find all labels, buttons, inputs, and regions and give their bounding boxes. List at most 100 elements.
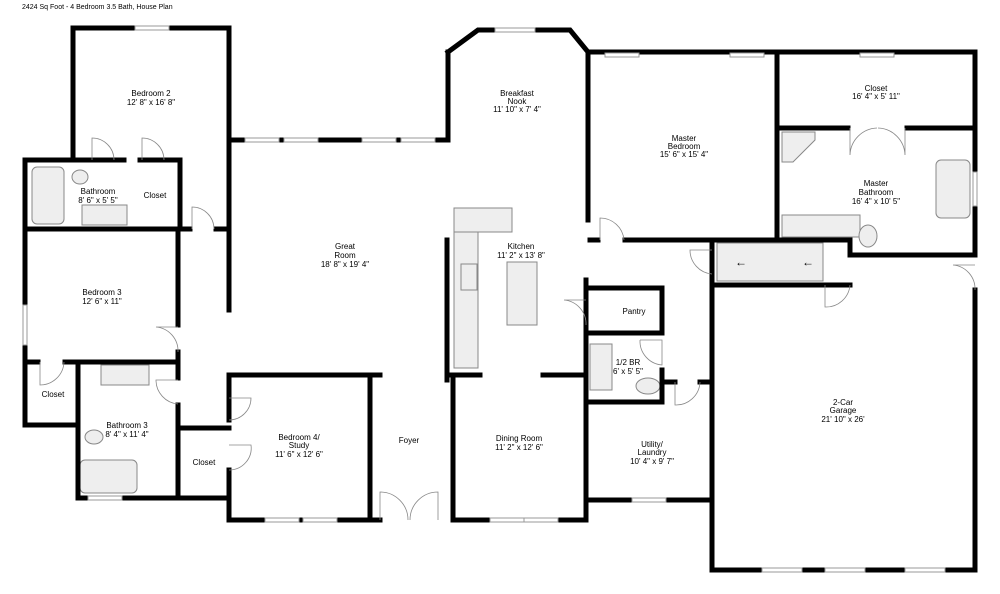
closet-name: Closet bbox=[42, 390, 65, 399]
stairs-icon bbox=[716, 242, 824, 282]
utility-name: Laundry bbox=[638, 448, 667, 457]
bedroom3-name: Bedroom 3 bbox=[82, 288, 122, 297]
window bbox=[604, 52, 640, 58]
door[interactable] bbox=[689, 249, 713, 275]
master-bedroom-name: Bedroom bbox=[668, 142, 701, 151]
window bbox=[244, 137, 280, 143]
window bbox=[729, 52, 765, 58]
master-bedroom-name: Master bbox=[672, 134, 697, 143]
sink-icon bbox=[100, 364, 150, 386]
master-bath-name: Bathroom bbox=[859, 188, 894, 197]
window bbox=[302, 517, 338, 523]
window bbox=[859, 52, 895, 58]
counter-icon bbox=[453, 207, 513, 233]
bedroom4-name: Bedroom 4/ bbox=[278, 433, 320, 442]
door[interactable] bbox=[674, 381, 701, 406]
kitchen-island bbox=[506, 261, 538, 326]
door[interactable] bbox=[563, 299, 587, 326]
door[interactable] bbox=[952, 264, 976, 291]
closet-name: Closet bbox=[193, 458, 216, 467]
half-bath-name: 1/2 BR bbox=[616, 358, 641, 367]
door[interactable] bbox=[599, 217, 625, 241]
window bbox=[400, 137, 436, 143]
window bbox=[904, 567, 946, 573]
door[interactable] bbox=[91, 137, 115, 161]
arrow-left-icon: ← bbox=[735, 255, 747, 269]
bathtub-icon bbox=[79, 459, 138, 494]
fixtures: ← ← bbox=[31, 131, 971, 494]
door[interactable] bbox=[155, 326, 179, 353]
nook-name: Breakfast bbox=[500, 89, 535, 98]
bedroom4-size: 11' 6" x 12' 6" bbox=[275, 450, 323, 459]
half-bath-size: 6' x 5' 5" bbox=[613, 367, 643, 376]
closet-name: Closet bbox=[144, 191, 167, 200]
door[interactable] bbox=[639, 339, 663, 366]
bathroom3-name: Bathroom 3 bbox=[106, 421, 148, 430]
bathtub-icon bbox=[935, 159, 971, 219]
door[interactable] bbox=[228, 397, 252, 421]
kitchen-name: Kitchen bbox=[508, 242, 535, 251]
toilet-icon bbox=[635, 377, 661, 395]
window bbox=[87, 495, 123, 501]
garage-name: 2-Car bbox=[833, 398, 853, 407]
front-door[interactable] bbox=[379, 491, 439, 521]
kitchen-size: 11' 2" x 13' 8" bbox=[497, 251, 545, 260]
door[interactable] bbox=[39, 361, 65, 386]
window bbox=[283, 137, 319, 143]
window bbox=[361, 137, 397, 143]
door[interactable] bbox=[824, 284, 851, 308]
window bbox=[972, 171, 978, 207]
nook-name: Nook bbox=[508, 97, 528, 106]
shower-icon bbox=[781, 131, 816, 163]
garage-size: 21' 10" x 26' bbox=[821, 415, 865, 424]
master-bath-size: 16' 4" x 10' 5" bbox=[852, 197, 900, 206]
closet-name: Closet bbox=[865, 84, 888, 93]
master-bedroom-size: 15' 6" x 15' 4" bbox=[660, 150, 708, 159]
dining-name: Dining Room bbox=[496, 434, 543, 443]
pantry-name: Pantry bbox=[622, 307, 645, 316]
arrow-left-icon: ← bbox=[802, 255, 814, 269]
closet-door[interactable] bbox=[849, 127, 906, 156]
window bbox=[523, 517, 559, 523]
window bbox=[22, 304, 28, 346]
counter-icon bbox=[453, 231, 479, 369]
master-bath-name: Master bbox=[864, 179, 889, 188]
kitchen-sink-icon bbox=[460, 263, 478, 291]
bathroom3-size: 8' 4" x 11' 4" bbox=[105, 430, 148, 439]
bedroom2-name: Bedroom 2 bbox=[131, 89, 171, 98]
garage-name: Garage bbox=[830, 406, 857, 415]
bathtub-icon bbox=[31, 166, 65, 225]
room-labels: Bedroom 2 12' 8" x 16' 8" Bathroom 8' 6"… bbox=[42, 84, 901, 467]
doors[interactable] bbox=[39, 127, 976, 521]
door[interactable] bbox=[191, 206, 215, 230]
bedroom2-size: 12' 8" x 16' 8" bbox=[127, 98, 175, 107]
bathroom-size: 8' 6" x 5' 5" bbox=[78, 196, 118, 205]
nook-size: 11' 10" x 7' 4" bbox=[493, 105, 541, 114]
toilet-icon bbox=[71, 169, 89, 185]
great-room-name: Great bbox=[335, 242, 356, 251]
bedroom4-name: Study bbox=[289, 441, 309, 450]
closet-size: 16' 4" x 5' 11" bbox=[852, 92, 900, 101]
windows bbox=[22, 25, 978, 573]
double-sink-icon bbox=[781, 214, 861, 238]
window bbox=[631, 497, 667, 503]
dining-size: 11' 2" x 12' 6" bbox=[495, 443, 543, 452]
utility-name: Utility/ bbox=[641, 440, 664, 449]
window bbox=[489, 517, 525, 523]
window bbox=[264, 517, 300, 523]
bedroom3-size: 12' 6" x 11" bbox=[82, 297, 122, 306]
sink-icon bbox=[81, 204, 128, 226]
great-room-size: 18' 8" x 19' 4" bbox=[321, 260, 369, 269]
door[interactable] bbox=[155, 379, 179, 405]
window bbox=[761, 567, 803, 573]
window bbox=[824, 567, 866, 573]
toilet-icon bbox=[858, 224, 878, 248]
toilet-icon bbox=[84, 429, 104, 445]
bathroom-name: Bathroom bbox=[81, 187, 116, 196]
door[interactable] bbox=[228, 444, 252, 471]
plan-title: 2424 Sq Foot - 4 Bedroom 3.5 Bath, House… bbox=[22, 4, 173, 11]
foyer-name: Foyer bbox=[399, 436, 420, 445]
door[interactable] bbox=[141, 137, 165, 161]
window bbox=[494, 27, 536, 33]
